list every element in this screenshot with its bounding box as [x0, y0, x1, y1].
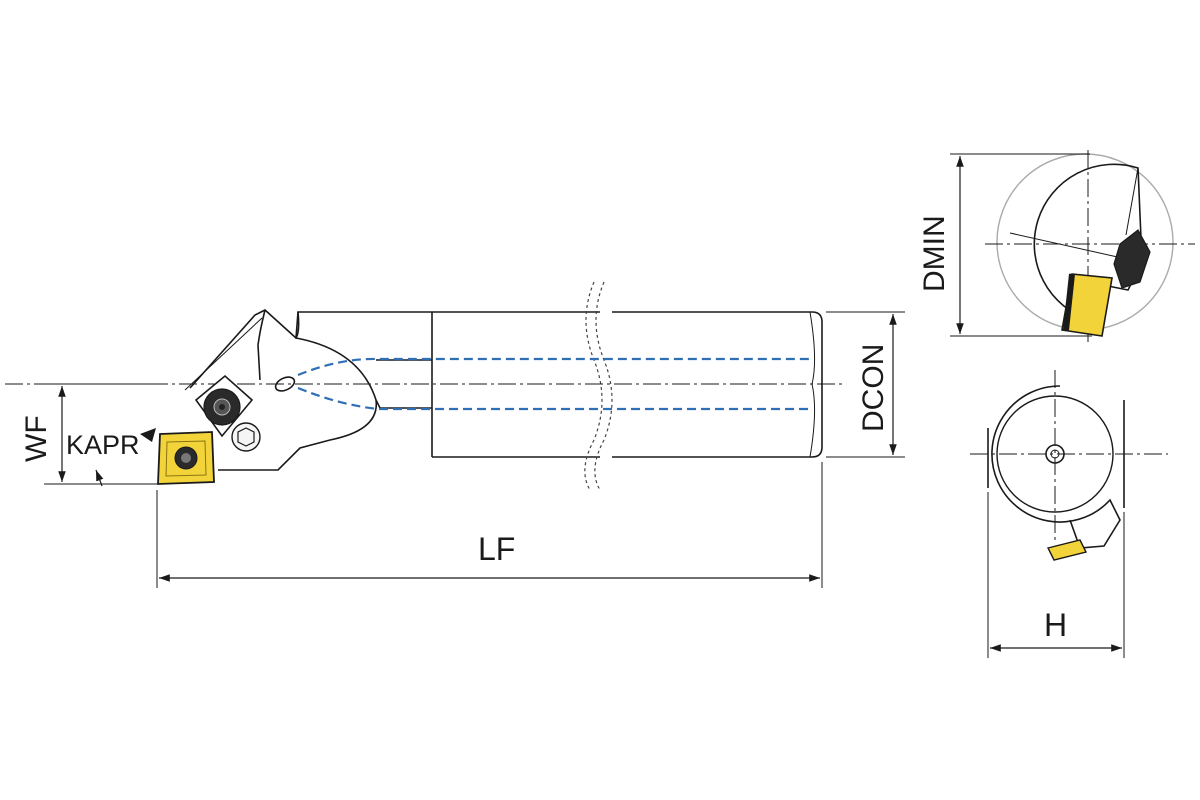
kapr-angle: KAPR — [66, 428, 156, 487]
tool-shank — [184, 309, 823, 471]
cutting-insert — [157, 431, 215, 485]
lf-dimension: LF — [156, 462, 823, 588]
dcon-label: DCON — [857, 344, 890, 432]
h-label: H — [1044, 607, 1067, 643]
coolant-channels — [297, 357, 812, 411]
dcon-dimension: DCON — [826, 311, 905, 458]
dmin-label: DMIN — [918, 215, 951, 292]
lf-label: LF — [478, 531, 515, 567]
break-lines — [584, 281, 613, 491]
coolant-outlet — [274, 376, 296, 392]
wf-dimension: WF — [20, 383, 160, 485]
hex-screw-icon — [231, 422, 261, 452]
end-view-h: H — [970, 370, 1168, 658]
end-view-dmin: DMIN — [918, 150, 1195, 345]
wf-label: WF — [20, 415, 53, 462]
side-view: WF KAPR DCON LF — [5, 281, 905, 588]
kapr-label: KAPR — [66, 430, 140, 460]
clamp-assembly — [194, 374, 261, 452]
